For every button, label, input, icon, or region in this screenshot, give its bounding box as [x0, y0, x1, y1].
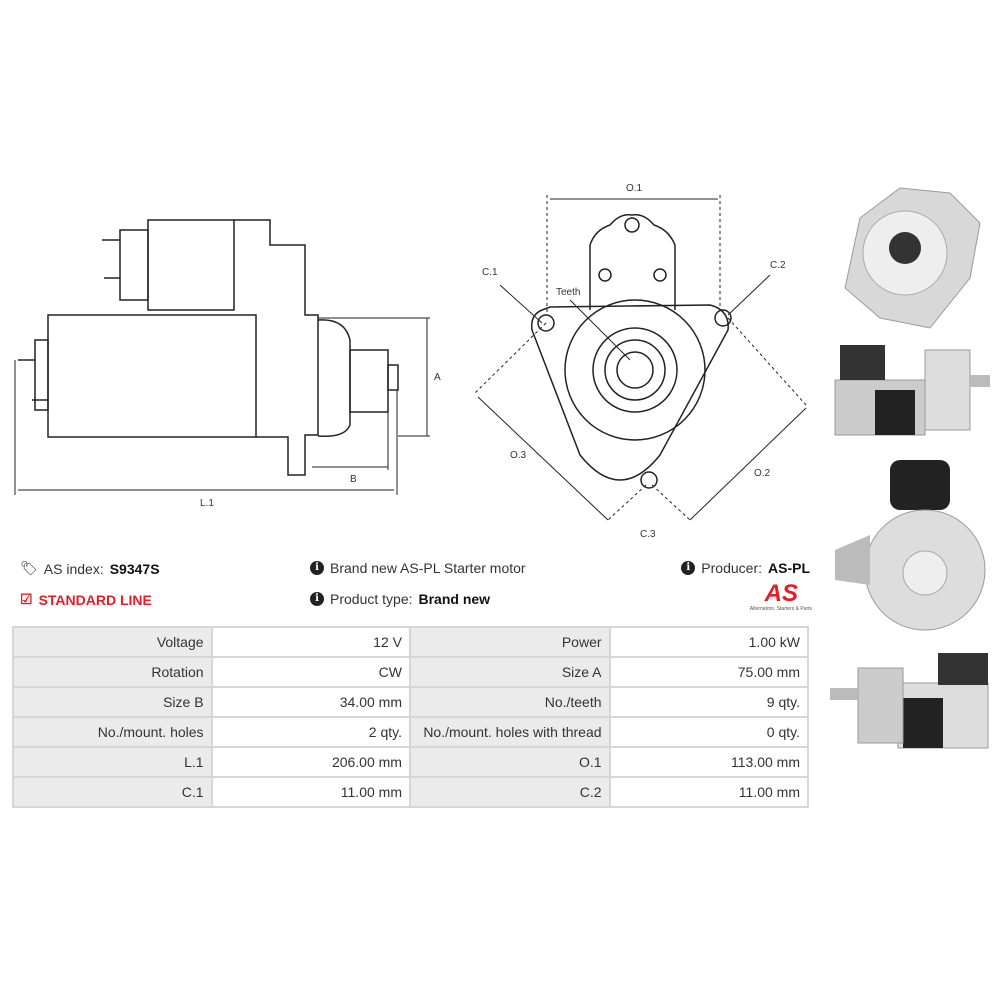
product-photo-rear — [835, 460, 986, 631]
spec-value: 75.00 mm — [608, 656, 810, 688]
product-photo-side — [834, 345, 990, 436]
spec-label: Voltage — [12, 626, 213, 658]
spec-label: Size A — [408, 656, 611, 688]
line-label: STANDARD LINE — [38, 591, 152, 608]
spec-value: 113.00 mm — [608, 746, 810, 778]
spec-value: 0 qty. — [608, 716, 810, 748]
side-view-drawing: L.1 A B — [14, 219, 441, 509]
spec-label: No./mount. holes with thread — [408, 716, 611, 748]
info-icon: i — [310, 592, 324, 606]
spec-value: 34.00 mm — [210, 686, 411, 718]
spec-value: 11.00 mm — [210, 776, 411, 808]
info-icon: i — [310, 561, 324, 575]
dim-C3-label: C.3 — [640, 529, 656, 540]
producer: i Producer: AS-PL — [681, 560, 810, 576]
spec-label: C.1 — [12, 776, 213, 808]
dim-O2-label: O.2 — [754, 468, 771, 479]
spec-label: Power — [408, 626, 611, 658]
spec-label: Rotation — [12, 656, 213, 688]
spec-value: 1.00 kW — [608, 626, 810, 658]
spec-label: L.1 — [12, 746, 213, 778]
dim-C1-label: C.1 — [482, 267, 498, 278]
spec-value: 11.00 mm — [608, 776, 810, 808]
product-type-label: Product type: — [330, 591, 413, 607]
as-index-label: AS index: — [43, 560, 104, 577]
dim-O3-label: O.3 — [510, 450, 527, 461]
standard-line: ☑ STANDARD LINE — [20, 591, 152, 608]
spec-value: 9 qty. — [608, 686, 810, 718]
checkbox-icon: ☑ — [20, 591, 33, 607]
spec-label: No./mount. holes — [12, 716, 213, 748]
producer-value: AS-PL — [768, 560, 810, 576]
spec-label: Size B — [12, 686, 213, 718]
spec-value: 2 qty. — [210, 716, 411, 748]
description-text: Brand new AS-PL Starter motor — [330, 560, 526, 576]
description: i Brand new AS-PL Starter motor — [310, 560, 526, 576]
product-type-value: Brand new — [418, 591, 491, 607]
dim-A-label: A — [434, 372, 441, 383]
product-photo-opposite-side — [830, 653, 989, 749]
producer-label: Producer: — [701, 560, 762, 576]
dim-L1-label: L.1 — [200, 498, 214, 509]
as-pl-logo: AS Alternators, Starters & Parts — [722, 580, 812, 613]
spec-value: 206.00 mm — [210, 746, 411, 778]
product-photo-front — [844, 187, 981, 329]
dim-B-label: B — [350, 474, 357, 485]
dim-C2-label: C.2 — [770, 260, 786, 271]
teeth-label: Teeth — [556, 287, 580, 298]
spec-label: O.1 — [408, 746, 611, 778]
logo-tagline: Alternators, Starters & Parts — [749, 606, 812, 612]
logo-text: AS — [764, 580, 798, 607]
product-type: i Product type: Brand new — [310, 591, 490, 607]
spec-label: C.2 — [408, 776, 611, 808]
info-icon: i — [681, 561, 696, 575]
as-index-value: S9347S — [109, 560, 160, 577]
front-view-drawing: O.1 C.1 C.2 Teeth O.3 O.2 C.3 — [474, 183, 807, 540]
spec-value: 12 V — [210, 626, 411, 658]
dim-O1-label: O.1 — [626, 183, 643, 194]
tag-icon: 🏷 — [20, 560, 38, 576]
spec-value: CW — [210, 656, 411, 688]
spec-label: No./teeth — [408, 686, 611, 718]
as-index: 🏷 AS index: S9347S — [20, 560, 160, 577]
